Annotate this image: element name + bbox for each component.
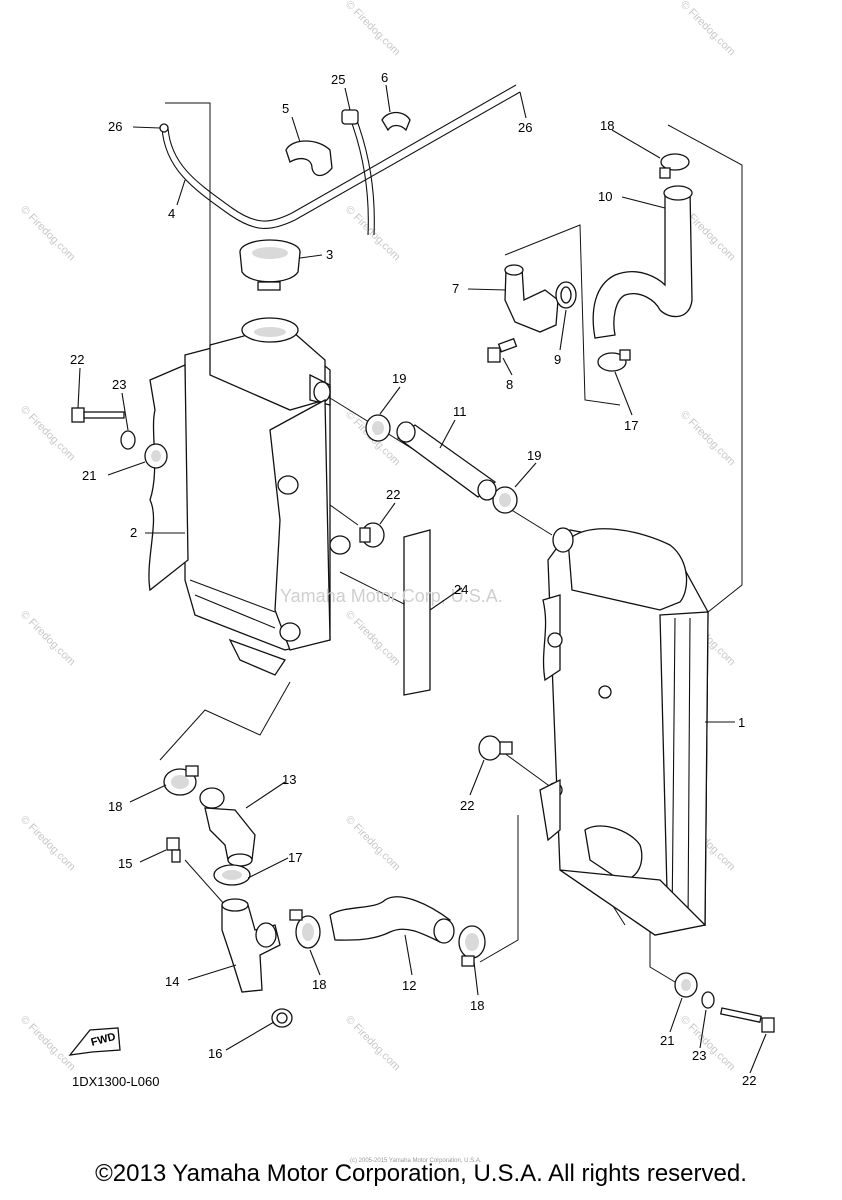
watermark-13: © Firedog.com <box>18 1014 78 1074</box>
callout-18-bottom: 18 <box>470 998 484 1013</box>
watermark-16: © Firedog.com <box>343 1014 403 1074</box>
washer-23-left <box>120 430 136 450</box>
gasket-9 <box>555 281 577 309</box>
callout-4: 4 <box>168 206 175 221</box>
callout-leaders <box>77 84 767 1074</box>
callout-21-lower: 22 <box>460 798 474 813</box>
callout-1: 1 <box>738 715 745 730</box>
band-25 <box>341 109 375 236</box>
fwd-arrow-icon: FWD <box>68 1027 121 1056</box>
callout-23-right: 23 <box>692 1048 706 1063</box>
clamp-18-mid <box>289 909 321 949</box>
callout-19-lower: 19 <box>527 448 541 463</box>
fitting-7 <box>504 264 559 333</box>
overflow-hose-4 <box>159 84 521 229</box>
bolt-15 <box>166 837 181 863</box>
callout-23-left: 23 <box>112 377 126 392</box>
bolt-22-right <box>719 1007 775 1033</box>
callout-17-right: 17 <box>624 418 638 433</box>
callout-9: 9 <box>554 352 561 367</box>
gasket-16 <box>271 1008 293 1028</box>
callout-15: 15 <box>118 856 132 871</box>
watermark-7: © Firedog.com <box>18 609 78 669</box>
callout-22-right: 22 <box>742 1073 756 1088</box>
watermark-4: © Firedog.com <box>18 404 78 464</box>
callout-5: 5 <box>282 101 289 116</box>
callout-3: 3 <box>326 247 333 262</box>
sponge-24 <box>403 529 431 696</box>
callout-18-top: 18 <box>600 118 614 133</box>
callout-2: 2 <box>130 525 137 540</box>
grommet-20-right <box>674 972 698 998</box>
callout-13: 13 <box>282 772 296 787</box>
callout-20-left: 21 <box>82 468 96 483</box>
watermark-11: © Firedog.com <box>343 609 403 669</box>
watermark-14: © Firedog.com <box>343 814 403 874</box>
hose-11 <box>396 421 497 501</box>
watermark-3: © Firedog.com <box>678 0 738 58</box>
hose-10 <box>592 185 693 339</box>
callout-7: 7 <box>452 281 459 296</box>
callout-18-left: 18 <box>108 799 122 814</box>
center-watermark: Yamaha Motor Corp, U.S.A. <box>280 586 503 606</box>
washer-23-right <box>701 991 715 1009</box>
bolt-21-lower <box>478 735 513 761</box>
watermark-9: © Firedog.com <box>678 409 738 469</box>
small-credit: (c) 2005-2015 Yamaha Motor Corporation, … <box>350 1158 482 1164</box>
watermark-2: © Firedog.com <box>343 0 403 58</box>
callout-19-upper: 19 <box>392 371 406 386</box>
callout-labels: 26 4 25 6 5 26 18 10 3 7 9 8 17 22 23 21… <box>70 70 756 1088</box>
clamp-19-upper <box>365 414 391 442</box>
grommet-20-left <box>144 443 168 469</box>
diagram-code: 1DX1300-L060 <box>72 1074 159 1089</box>
bolt-22-left <box>71 407 125 423</box>
callout-25: 25 <box>331 72 345 87</box>
clamp-17-right <box>597 349 631 372</box>
callout-11: 11 <box>453 404 467 419</box>
clamp-18-left <box>163 765 199 796</box>
hose-13 <box>199 787 256 867</box>
left-radiator-2 <box>148 317 351 676</box>
callout-6: 6 <box>381 70 388 85</box>
callout-18-mid: 18 <box>312 977 326 992</box>
bolt-21-upper <box>359 522 385 548</box>
callout-26-right: 26 <box>518 120 532 135</box>
clamp-19-lower <box>492 486 518 514</box>
watermark-1: © Firedog.com <box>18 204 78 264</box>
joint-14 <box>221 898 281 993</box>
clamp-5 <box>285 140 333 177</box>
clamp-17-lower <box>213 864 251 886</box>
watermark-10: © Firedog.com <box>18 814 78 874</box>
clamp-18-bottom <box>458 925 486 967</box>
clamp-6 <box>381 111 411 132</box>
callout-24: 24 <box>454 582 468 597</box>
radiator-cap-3 <box>239 239 301 291</box>
callout-14: 14 <box>165 974 179 989</box>
clamp-18-top <box>659 153 690 179</box>
right-radiator-1 <box>539 527 709 936</box>
hose-12 <box>329 896 455 944</box>
callout-16: 16 <box>208 1046 222 1061</box>
callout-21-upper: 22 <box>386 487 400 502</box>
callout-10: 10 <box>598 189 612 204</box>
callout-12: 12 <box>402 978 416 993</box>
watermark-17: © Firedog.com <box>678 1014 738 1074</box>
callout-22-left: 22 <box>70 352 84 367</box>
callout-26-left: 26 <box>108 119 122 134</box>
copyright-notice: ©2013 Yamaha Motor Corporation, U.S.A. A… <box>95 1160 747 1187</box>
watermark-5: © Firedog.com <box>343 204 403 264</box>
callout-17-lower: 17 <box>288 850 302 865</box>
callout-8: 8 <box>506 377 513 392</box>
callout-20-right: 21 <box>660 1033 674 1048</box>
bolt-8 <box>487 337 518 363</box>
